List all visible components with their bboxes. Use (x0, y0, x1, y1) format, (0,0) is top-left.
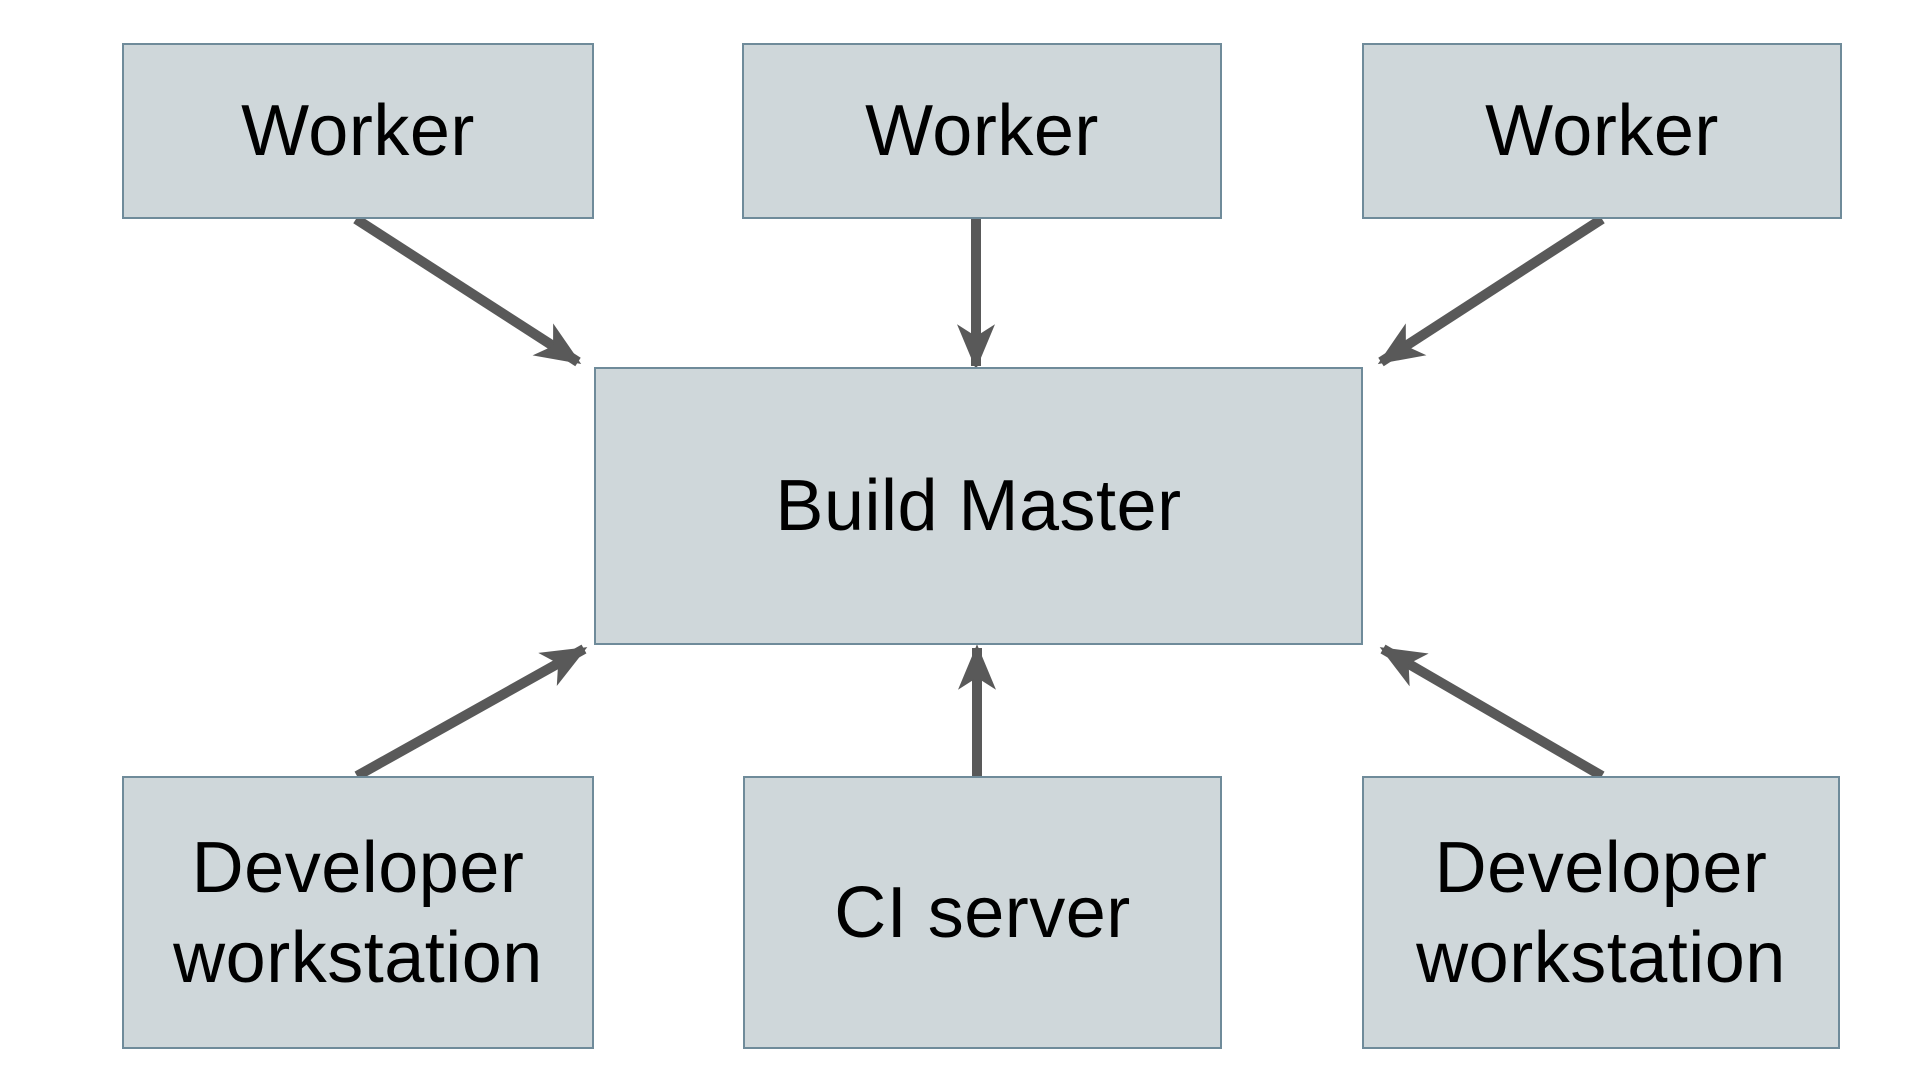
arrow-worker-3-to-build-master (1377, 214, 1605, 367)
node-worker-3-label: Worker (1485, 91, 1719, 171)
arrow-developer-workstation-right-to-build-master (1379, 644, 1605, 781)
node-worker-1-label: Worker (241, 91, 475, 171)
node-ci-server-label: CI server (834, 872, 1131, 953)
node-developer-workstation-left-label: Developer workstation (173, 827, 543, 998)
node-developer-workstation-right: Developer workstation (1362, 776, 1840, 1049)
node-ci-server: CI server (743, 776, 1222, 1049)
node-worker-3: Worker (1362, 43, 1842, 219)
arrow-developer-workstation-left-to-build-master (354, 644, 588, 781)
node-worker-2-label: Worker (865, 91, 1099, 171)
node-worker-1: Worker (122, 43, 594, 219)
arrow-worker-1-to-build-master (353, 214, 582, 367)
node-developer-workstation-left: Developer workstation (122, 776, 594, 1049)
node-worker-2: Worker (742, 43, 1222, 219)
node-developer-workstation-right-label: Developer workstation (1416, 827, 1786, 998)
node-build-master: Build Master (594, 367, 1363, 645)
node-build-master-label: Build Master (775, 466, 1182, 546)
